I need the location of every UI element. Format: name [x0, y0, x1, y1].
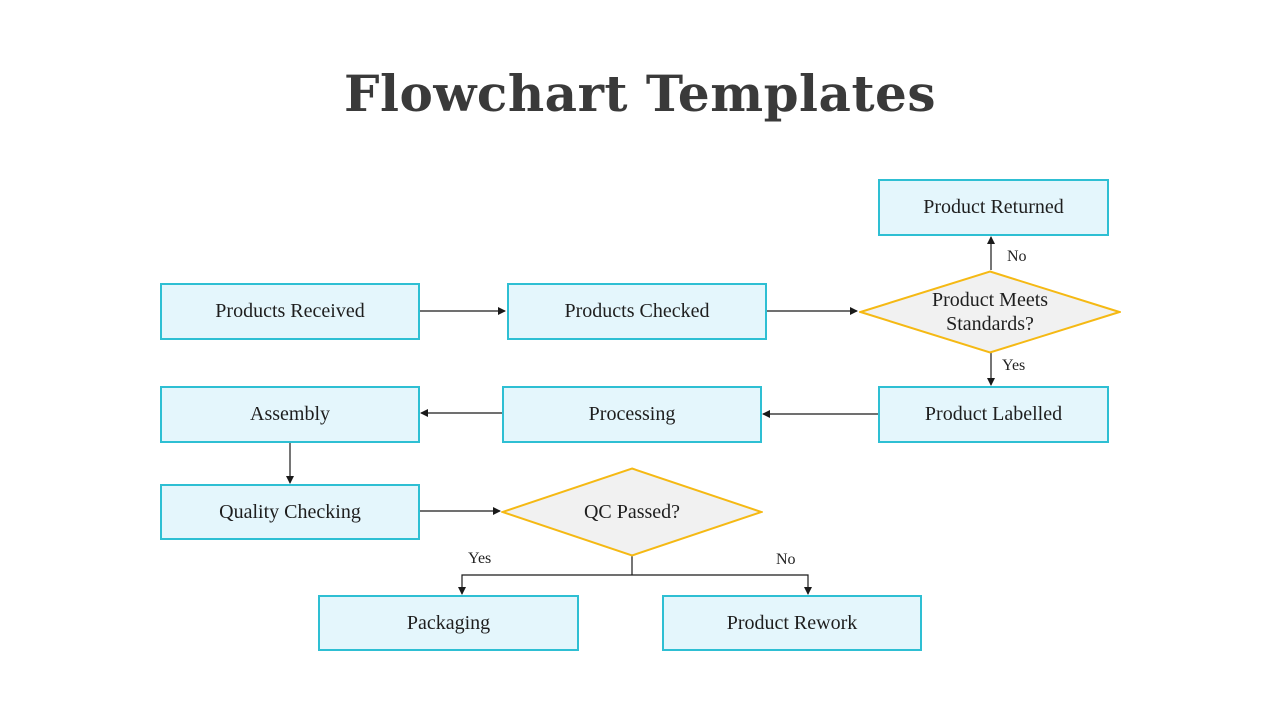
- node-product-returned: Product Returned: [878, 179, 1109, 236]
- edge-label-standards-no: No: [1007, 248, 1027, 265]
- arrow-qc-to-rework: [632, 574, 812, 595]
- edge-label-qc-yes: Yes: [468, 550, 492, 567]
- node-packaging: Packaging: [318, 595, 579, 651]
- decision-label: QC Passed?: [583, 501, 681, 523]
- page-title: Flowchart Templates: [343, 64, 937, 123]
- decision-diamond-shape: [501, 467, 763, 557]
- node-products-received: Products Received: [160, 283, 420, 340]
- edge-label-qc-no: No: [776, 551, 796, 568]
- arrow-qc-to-packaging: [458, 574, 632, 595]
- decision-qc-passed: QC Passed?: [501, 467, 763, 557]
- node-quality-checking: Quality Checking: [160, 484, 420, 540]
- node-assembly: Assembly: [160, 386, 420, 443]
- decision-product-meets-standards: Product Meets Standards?: [859, 270, 1121, 354]
- edge-label-standards-yes: Yes: [1002, 357, 1026, 374]
- node-processing: Processing: [502, 386, 762, 443]
- node-products-checked: Products Checked: [507, 283, 767, 340]
- node-product-labelled: Product Labelled: [878, 386, 1109, 443]
- decision-label: Product Meets Standards?: [931, 289, 1049, 335]
- node-product-rework: Product Rework: [662, 595, 922, 651]
- decision-diamond-shape: [859, 270, 1121, 354]
